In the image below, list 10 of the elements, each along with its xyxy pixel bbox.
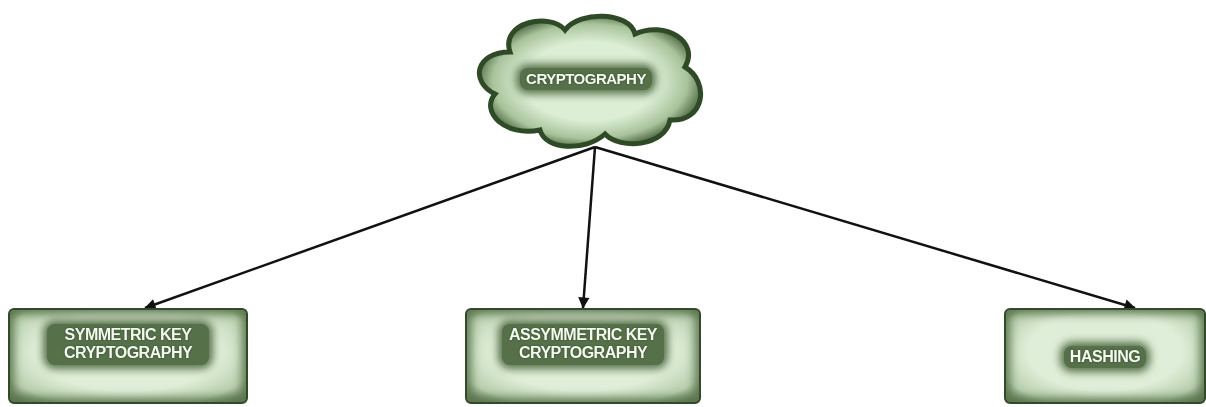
node-label: SYMMETRIC KEY CRYPTOGRAPHY — [47, 324, 209, 365]
arrow — [144, 145, 596, 310]
arrow — [578, 146, 597, 309]
node-label: HASHING — [1063, 346, 1147, 369]
process-box — [465, 308, 701, 404]
process-box — [1004, 308, 1206, 404]
node-label: CRYPTOGRAPHY — [520, 68, 652, 90]
node-label: ASSYMMETRIC KEY CRYPTOGRAPHY — [502, 324, 664, 365]
arrow — [594, 145, 1136, 311]
process-box — [8, 308, 248, 404]
